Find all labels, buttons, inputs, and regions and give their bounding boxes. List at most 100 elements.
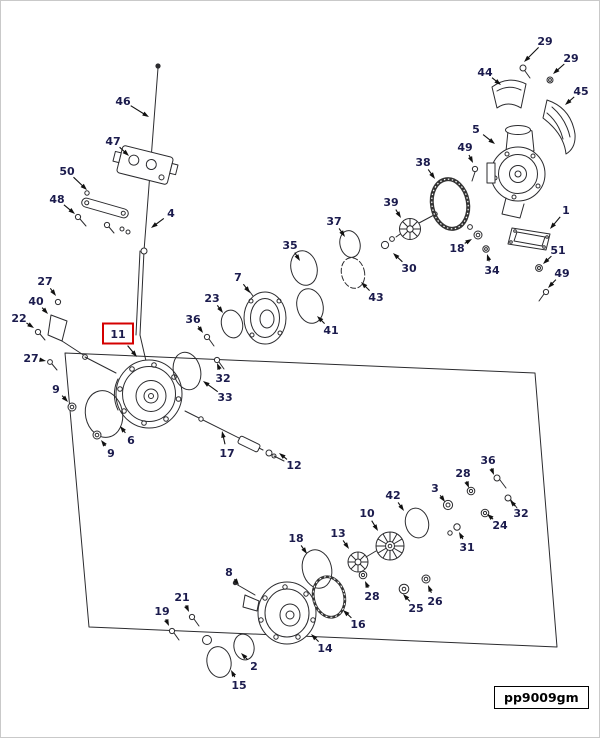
washer-chain-3-28-24: [442, 486, 490, 518]
callout-1[interactable]: 1: [550, 204, 570, 229]
callout-10[interactable]: 10: [359, 507, 378, 531]
callout-44[interactable]: 44: [477, 66, 501, 85]
callout-11[interactable]: 11: [102, 322, 137, 358]
callout-41[interactable]: 41: [317, 316, 339, 337]
callout-number: 30: [401, 262, 417, 275]
callout-arrowhead: [494, 79, 501, 85]
callout-9[interactable]: 9: [101, 440, 115, 460]
callout-29[interactable]: 29: [553, 52, 579, 74]
callout-number: 49: [457, 141, 472, 154]
screw-49-upper: [471, 165, 479, 182]
callout-12[interactable]: 12: [279, 453, 302, 472]
callout-arrowhead: [311, 634, 318, 641]
callout-47[interactable]: 47: [105, 135, 129, 156]
callout-number: 28: [364, 590, 379, 603]
callout-number: 15: [231, 679, 246, 692]
callout-arrowhead: [217, 306, 223, 313]
callout-3[interactable]: 3: [431, 482, 445, 502]
callout-50[interactable]: 50: [59, 165, 87, 190]
assembly-plane: [64, 352, 558, 648]
callout-2[interactable]: 2: [241, 653, 258, 673]
callout-28[interactable]: 28: [364, 581, 380, 603]
callout-31[interactable]: 31: [459, 532, 475, 554]
callout-arrow-line: [552, 216, 561, 226]
callout-37[interactable]: 37: [326, 215, 345, 237]
callout-9[interactable]: 9: [52, 383, 68, 402]
callout-number: 10: [359, 507, 375, 520]
callout-arrow-line: [556, 63, 565, 72]
callout-arrowhead: [488, 138, 495, 144]
callout-43[interactable]: 43: [361, 282, 384, 304]
callout-arrowhead: [510, 500, 516, 507]
callout-number: 24: [492, 519, 508, 532]
callout-18[interactable]: 18: [288, 532, 307, 554]
callout-27[interactable]: 27: [23, 352, 46, 365]
oil-line: [184, 410, 285, 462]
shaft-bits-30: [380, 231, 404, 250]
callout-30[interactable]: 30: [393, 253, 417, 275]
gear-25: [398, 583, 410, 595]
callout-number: 36: [185, 313, 201, 326]
callout-arrowhead: [197, 326, 203, 333]
callout-number: 4: [167, 207, 175, 220]
callout-48[interactable]: 48: [49, 193, 75, 214]
callout-number: 45: [573, 85, 588, 98]
callout-39[interactable]: 39: [383, 196, 401, 218]
screws-19-21: [168, 613, 212, 645]
callout-4[interactable]: 4: [151, 207, 175, 228]
callout-25[interactable]: 25: [403, 594, 424, 615]
callout-49[interactable]: 49: [548, 267, 570, 288]
callout-arrowhead: [203, 381, 210, 387]
callout-32[interactable]: 32: [510, 500, 529, 520]
callout-13[interactable]: 13: [330, 527, 349, 549]
callout-38[interactable]: 38: [415, 156, 435, 179]
oring-large-6: [84, 390, 124, 438]
callout-33[interactable]: 33: [203, 381, 233, 404]
callout-8[interactable]: 8: [225, 566, 239, 585]
callout-23[interactable]: 23: [204, 292, 223, 313]
callout-number: 9: [52, 383, 60, 396]
callout-5[interactable]: 5: [472, 123, 495, 144]
callout-arrowhead: [429, 172, 435, 179]
callout-28[interactable]: 28: [455, 467, 471, 488]
callout-number: 16: [350, 618, 366, 631]
callout-6[interactable]: 6: [120, 426, 135, 447]
callout-arrowhead: [372, 524, 378, 531]
callout-arrowhead: [39, 357, 46, 362]
callout-18[interactable]: 18: [449, 239, 472, 255]
oring-33: [172, 351, 202, 391]
callout-24[interactable]: 24: [487, 514, 508, 532]
callout-51[interactable]: 51: [543, 244, 566, 264]
callout-29[interactable]: 29: [524, 35, 553, 62]
callout-22[interactable]: 22: [11, 312, 34, 328]
callout-40[interactable]: 40: [28, 295, 48, 314]
callout-17[interactable]: 17: [219, 431, 235, 460]
callout-19[interactable]: 19: [154, 605, 170, 626]
callout-27[interactable]: 27: [37, 275, 56, 296]
shim-bits-31: [447, 523, 461, 536]
screw-49-lower: [538, 288, 550, 302]
callout-36[interactable]: 36: [480, 454, 496, 475]
callout-arrowhead: [221, 431, 226, 438]
callout-21[interactable]: 21: [174, 591, 190, 612]
callout-15[interactable]: 15: [231, 670, 247, 692]
callout-42[interactable]: 42: [385, 489, 404, 511]
callout-35[interactable]: 35: [282, 239, 300, 261]
bearing-housing: [243, 287, 287, 345]
compressor-wheel-10: [375, 531, 405, 561]
linkage-rod: [81, 190, 129, 219]
callout-16[interactable]: 16: [343, 610, 366, 631]
callout-arrowhead: [398, 504, 404, 511]
callout-number: 31: [459, 541, 474, 554]
callout-7[interactable]: 7: [234, 271, 250, 293]
callout-46[interactable]: 46: [115, 95, 149, 117]
callout-arrowhead: [294, 254, 300, 261]
callout-14[interactable]: 14: [311, 634, 333, 655]
callout-34[interactable]: 34: [484, 254, 500, 277]
callout-49[interactable]: 49: [457, 141, 473, 163]
callout-45[interactable]: 45: [565, 85, 589, 105]
callout-36[interactable]: 36: [185, 313, 203, 333]
callout-32[interactable]: 32: [215, 363, 231, 385]
callout-26[interactable]: 26: [427, 585, 443, 608]
